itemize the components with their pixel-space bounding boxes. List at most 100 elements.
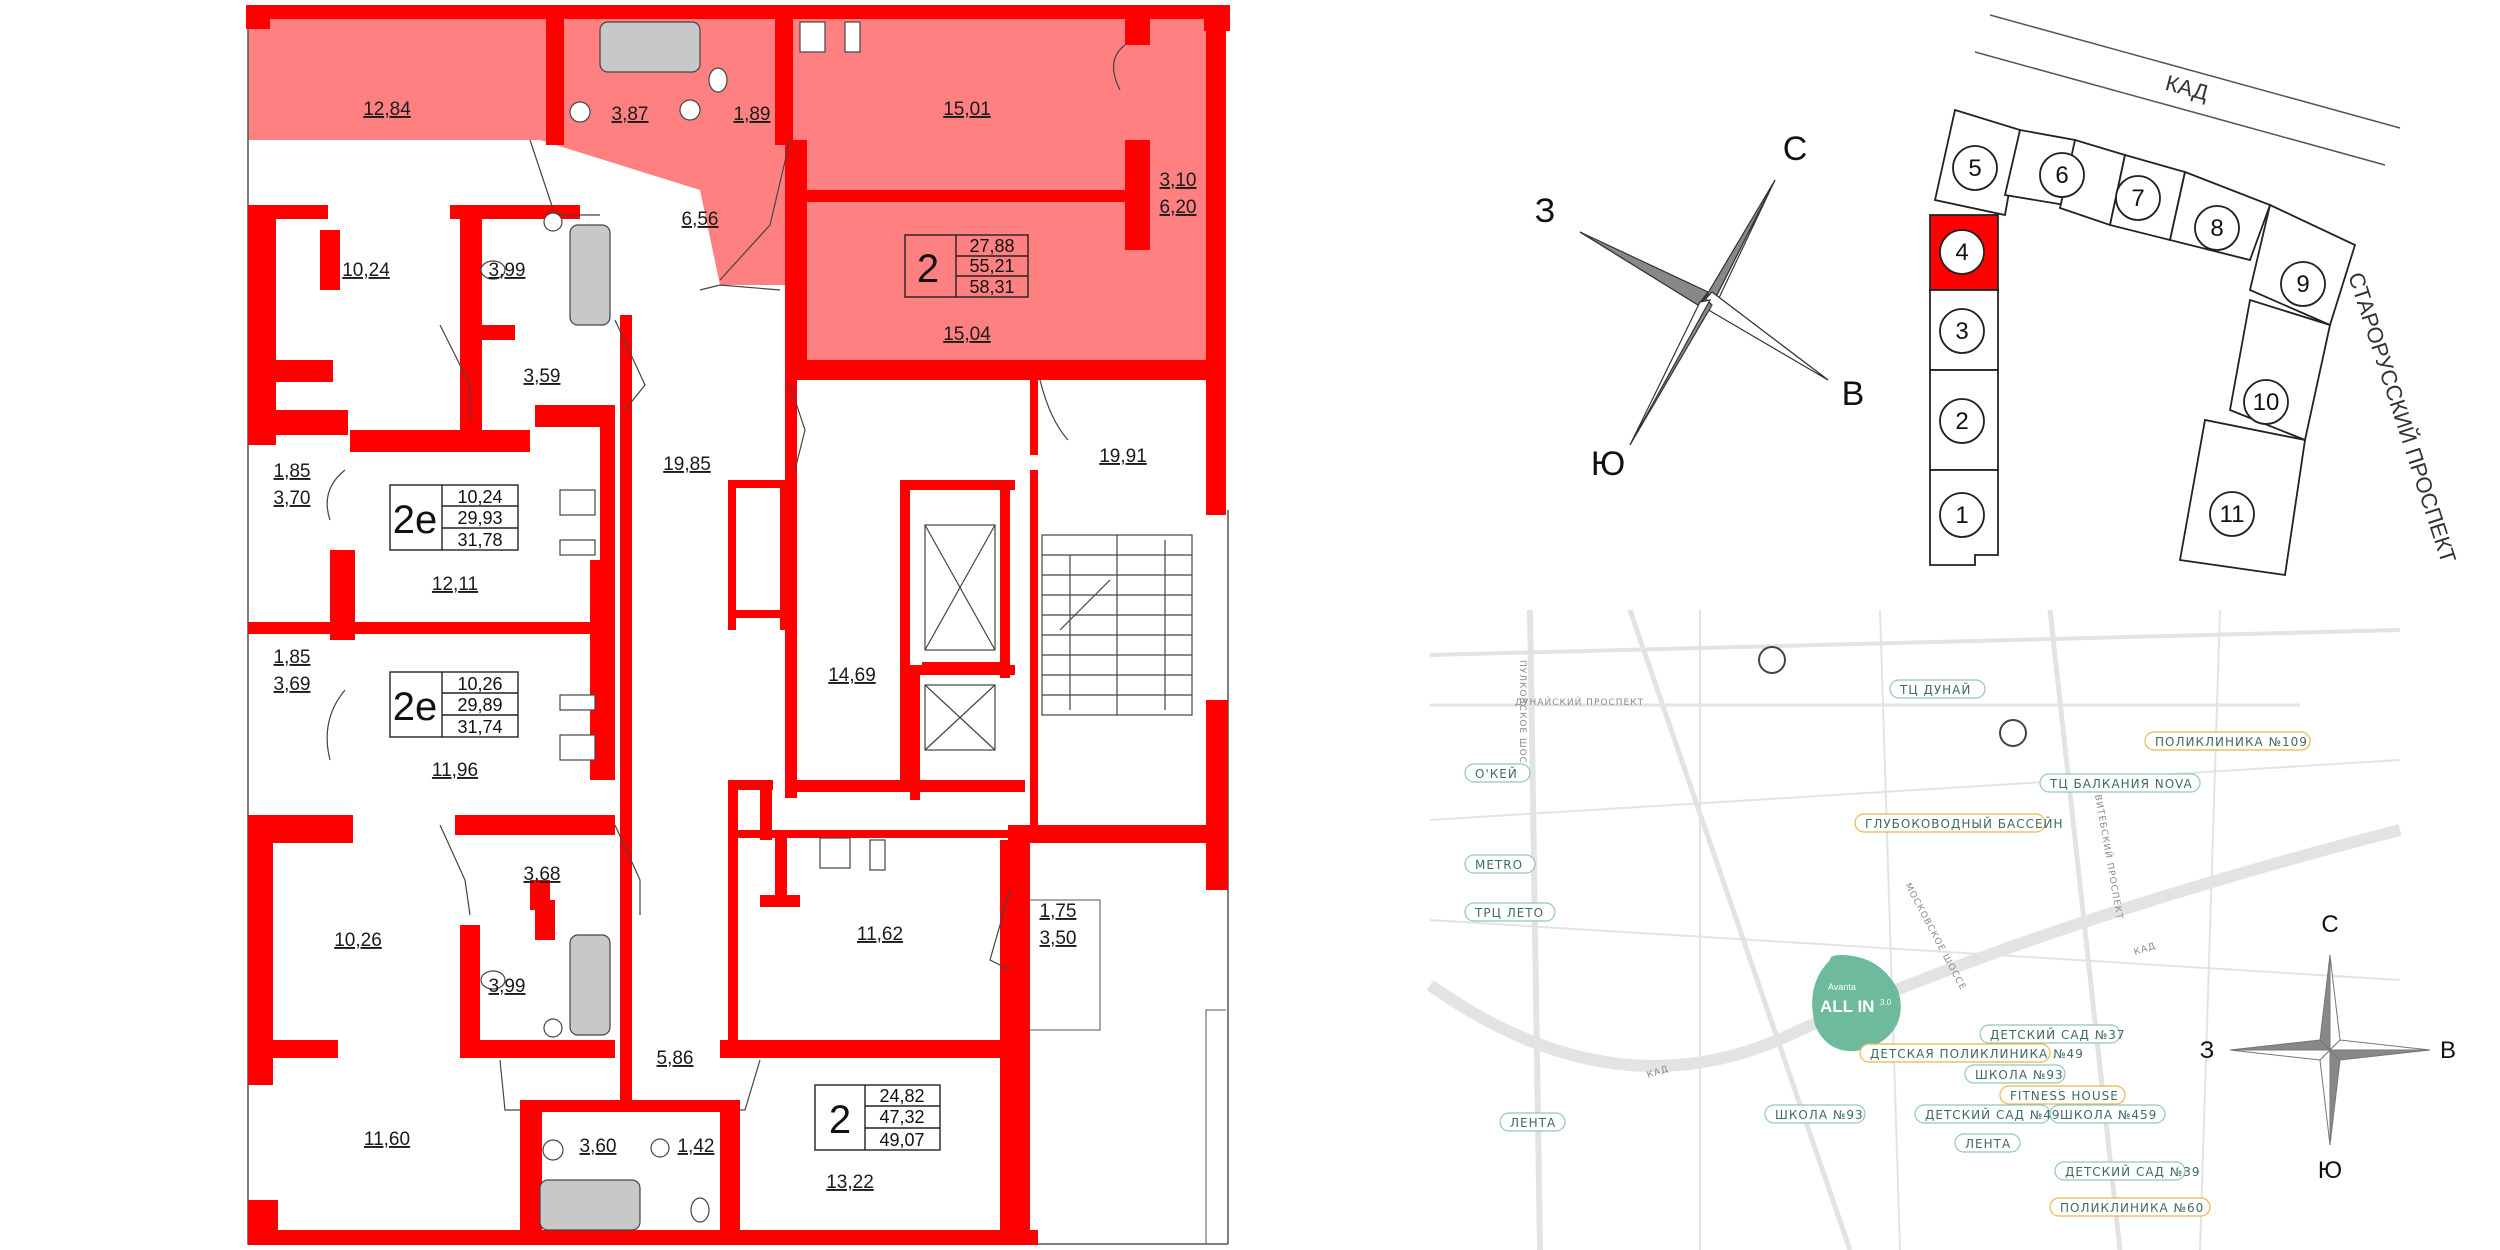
room-labels: 12,84 3,87 1,89 15,01 6,56 3,10 6,20 15,… — [274, 99, 1197, 1193]
room-area: 3,68 — [524, 864, 561, 885]
section-number: 1 — [1955, 502, 1968, 529]
section-number: 2 — [1955, 408, 1968, 435]
section-number: 6 — [2055, 162, 2068, 189]
room-area: 10,24 — [342, 260, 390, 281]
place-label: ДЕТСКИЙ САД №49 — [1925, 1107, 2060, 1122]
apartment-living-area: 10,26 — [457, 674, 502, 694]
map-compass-south: Ю — [2318, 1157, 2342, 1184]
room-area: 15,01 — [943, 99, 991, 120]
compass-north-label: С — [1783, 130, 1808, 168]
room-area: 11,96 — [432, 760, 478, 781]
apartment-info-a1[interactable]: 2 27,88 55,21 58,31 — [904, 234, 1029, 298]
room-area: 3,60 — [580, 1136, 617, 1157]
compass-map: С З В Ю — [2200, 911, 2456, 1184]
map-place-labels: ТЦ ДУНАЙ ПОЛИКЛИНИКА №109 ТЦ БАЛКАНИЯ NO… — [1474, 682, 2308, 1215]
apartment-type: 2 — [917, 247, 939, 291]
street-label: ВИТЕБСКИЙ ПРОСПЕКТ — [2092, 793, 2126, 920]
room-area: 13,22 — [826, 1172, 874, 1193]
apartment-info-a2[interactable]: 2е 10,24 29,93 31,78 — [389, 484, 519, 551]
room-area: 1,89 — [734, 104, 771, 125]
apartment-full-area: 31,74 — [457, 717, 502, 737]
room-area: 12,11 — [432, 574, 478, 595]
room-area: 5,86 — [657, 1048, 694, 1069]
apartment-total-area: 29,89 — [457, 695, 502, 715]
room-area: 1,85 — [274, 647, 311, 668]
room-area: 1,85 — [274, 461, 311, 482]
section-number-selected: 4 — [1955, 239, 1968, 266]
apartment-full-area: 58,31 — [969, 277, 1014, 297]
room-area: 12,84 — [363, 99, 411, 120]
room-area: 15,04 — [943, 324, 991, 345]
room-area: 3,10 — [1160, 170, 1197, 191]
room-area: 11,60 — [364, 1129, 410, 1150]
place-label: ЛЕНТА — [1965, 1137, 2011, 1151]
place-label: О'КЕЙ — [1475, 766, 1518, 781]
room-area: 19,91 — [1099, 446, 1147, 467]
room-area: 1,75 — [1040, 901, 1077, 922]
compass-east-label: В — [1842, 375, 1865, 413]
project-name: ALL IN — [1820, 997, 1874, 1016]
apartment-info-a4[interactable]: 2 24,82 47,32 49,07 — [814, 1084, 941, 1151]
apartment-type: 2 — [829, 1098, 851, 1142]
room-area: 3,69 — [274, 674, 311, 695]
place-label: ШКОЛА №93 — [1975, 1068, 2064, 1082]
fixtures — [480, 21, 886, 1231]
place-label: ПОЛИКЛИНИКА №60 — [2060, 1201, 2204, 1215]
section-number: 3 — [1955, 318, 1968, 345]
section-number: 7 — [2131, 185, 2144, 212]
section-number: 9 — [2296, 271, 2309, 298]
place-label: ПОЛИКЛИНИКА №109 — [2155, 735, 2308, 749]
project-version: 3.0 — [1880, 998, 1892, 1007]
place-label: METRO — [1475, 858, 1523, 872]
apartment-highlight[interactable] — [248, 10, 1226, 370]
room-area: 19,85 — [663, 454, 711, 475]
map-compass-west: З — [2200, 1037, 2215, 1064]
apartment-living-area: 27,88 — [969, 236, 1014, 256]
elevator — [924, 524, 996, 751]
road-label-starorussky: СТАРОРУССКИЙ ПРОСПЕКТ — [2343, 269, 2461, 566]
place-label: ДЕТСКИЙ САД №39 — [2065, 1164, 2200, 1179]
apartment-full-area: 31,78 — [457, 530, 502, 550]
room-area: 10,26 — [334, 930, 382, 951]
apartment-type: 2е — [393, 498, 438, 542]
street-label: ПУЛКОВСКОЕ ШОССЕ — [1517, 660, 1527, 778]
street-label: ДУНАЙСКИЙ ПРОСПЕКТ — [1515, 696, 1644, 708]
section-number: 11 — [2220, 501, 2245, 528]
place-label: ГЛУБОКОВОДНЫЙ БАССЕЙН — [1865, 816, 2064, 831]
street-label: КАД — [2133, 941, 2158, 957]
room-area: 11,62 — [857, 924, 903, 945]
room-area: 3,87 — [612, 104, 649, 125]
room-area: 3,70 — [274, 488, 311, 509]
room-area: 3,50 — [1040, 928, 1077, 949]
place-label: ДЕТСКАЯ ПОЛИКЛИНИКА №49 — [1870, 1047, 2084, 1061]
project-small-label: Avanta — [1828, 982, 1856, 992]
road-label-kad: КАД — [2163, 70, 2211, 105]
apartment-type: 2е — [393, 685, 438, 729]
floor-plan: 12,84 3,87 1,89 15,01 6,56 3,10 6,20 15,… — [246, 5, 1230, 1245]
place-label: ТЦ ДУНАЙ — [1899, 682, 1971, 697]
room-area: 6,20 — [1160, 197, 1197, 218]
apartment-living-area: 24,82 — [879, 1086, 924, 1106]
section-number: 10 — [2253, 389, 2280, 416]
apartment-total-area: 29,93 — [457, 508, 502, 528]
apartment-full-area: 49,07 — [879, 1130, 924, 1150]
place-label: FITNESS HOUSE — [2010, 1089, 2119, 1103]
room-area: 1,42 — [678, 1136, 715, 1157]
section-number: 5 — [1968, 155, 1981, 182]
apartment-total-area: 55,21 — [969, 256, 1014, 276]
walls — [246, 5, 1230, 1245]
room-area: 3,99 — [489, 976, 526, 997]
apartment-info-a3[interactable]: 2е 10,26 29,89 31,74 — [389, 671, 519, 738]
place-label: ТРЦ ЛЕТО — [1474, 906, 1544, 920]
compass-west-label: З — [1535, 192, 1556, 230]
place-label: ШКОЛА №459 — [2060, 1108, 2157, 1122]
apartment-total-area: 47,32 — [879, 1107, 924, 1127]
room-area: 14,69 — [828, 665, 876, 686]
room-area: 3,99 — [489, 260, 526, 281]
place-label: ТЦ БАЛКАНИЯ NOVA — [2049, 777, 2193, 791]
project-marker[interactable]: Avanta ALL IN 3.0 — [1812, 955, 1901, 1052]
site-plan: КАД СТАРОРУССКИЙ ПРОСПЕКТ 5 6 7 8 9 10 1… — [1929, 14, 2461, 577]
metro-icon — [1758, 646, 1786, 674]
place-label: ЛЕНТА — [1510, 1116, 1556, 1130]
